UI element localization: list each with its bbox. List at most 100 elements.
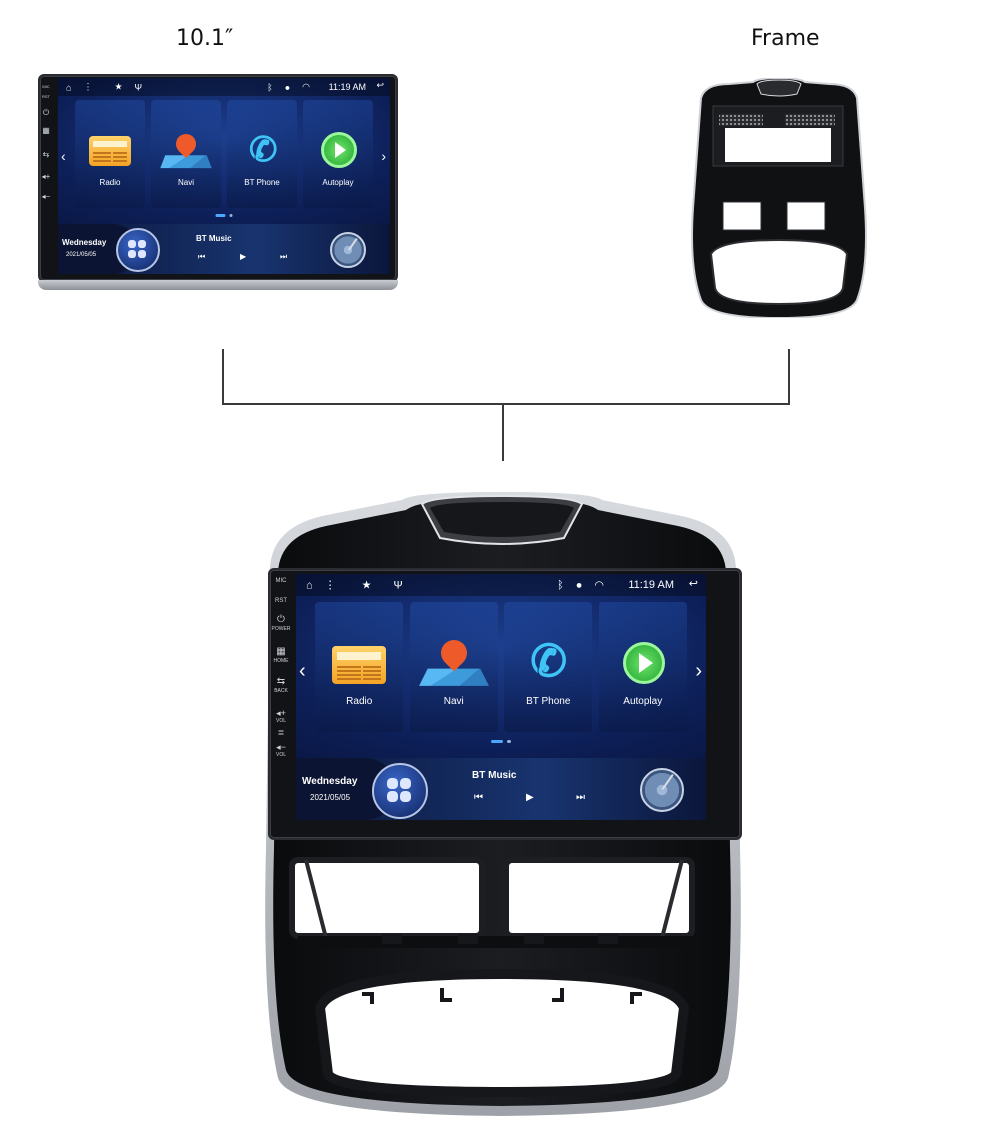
- rst-label: RST: [275, 598, 287, 604]
- home-outline-icon[interactable]: ⌂: [66, 82, 72, 92]
- app-label: Radio: [99, 178, 121, 187]
- app-menu-button[interactable]: [372, 763, 428, 819]
- app-navi[interactable]: Navi: [409, 602, 498, 732]
- music-title: BT Music: [196, 234, 232, 243]
- app-label: Radio: [346, 696, 373, 707]
- chevron-left-icon[interactable]: ‹: [61, 148, 66, 164]
- location-icon: ●: [575, 579, 583, 591]
- previous-track-icon[interactable]: ⏮: [474, 792, 483, 803]
- volume-down-icon[interactable]: ◂−: [41, 192, 51, 201]
- next-track-icon[interactable]: ⏭: [280, 252, 288, 261]
- app-autoplay[interactable]: Autoplay: [303, 100, 373, 208]
- power-icon[interactable]: ⏻: [277, 614, 285, 625]
- date: 2021/05/05: [66, 252, 97, 258]
- chevron-right-icon[interactable]: ›: [695, 660, 702, 682]
- play-icon: [321, 132, 357, 168]
- mic-button[interactable]: MIC: [38, 84, 54, 90]
- chevron-left-icon[interactable]: ‹: [299, 660, 306, 682]
- star-icon[interactable]: ★: [361, 579, 372, 592]
- frame-product: [689, 76, 869, 320]
- dock: Wednesday 2021/05/05 BT Music ⏮ ▶ ⏭: [296, 758, 706, 820]
- bluetooth-icon: ᛒ: [267, 82, 273, 92]
- clock: 11:19 AM: [328, 82, 366, 92]
- mic-label: MIC: [275, 578, 287, 584]
- head-unit-large: MIC RST ⏻ POWER ▦ HOME ⇆ BACK ◂+ VOL ≣ ◂…: [268, 568, 742, 840]
- side-buttons: MIC RST ⏻ POWER ▦ HOME ⇆ BACK ◂+ VOL ≣ ◂…: [268, 568, 294, 840]
- volume-down-icon[interactable]: ◂−: [276, 742, 286, 752]
- usb-icon: Ψ: [393, 579, 403, 591]
- mic-button[interactable]: MIC: [268, 578, 294, 584]
- play-icon: [622, 642, 665, 684]
- next-track-icon[interactable]: ⏭: [576, 792, 585, 803]
- page-indicator: [491, 740, 511, 743]
- music-title: BT Music: [472, 770, 517, 781]
- app-navi[interactable]: Navi: [151, 100, 221, 208]
- app-label: Autoplay: [322, 178, 354, 187]
- radio-icon: [89, 136, 131, 166]
- phone-icon: ✆: [530, 637, 568, 686]
- volume-up-icon[interactable]: ◂+: [41, 172, 51, 181]
- app-radio[interactable]: Radio: [315, 602, 404, 732]
- bluetooth-icon: ᛒ: [557, 579, 564, 591]
- app-row: Radio Navi ✆ BT Phone Autoplay: [72, 100, 376, 208]
- reset-button[interactable]: RST: [268, 598, 294, 604]
- back-arrow-icon[interactable]: ↩: [376, 80, 384, 90]
- volume-up-icon[interactable]: ◂+: [276, 708, 286, 718]
- power-icon[interactable]: ⏻: [42, 108, 50, 117]
- app-label: Navi: [177, 178, 194, 187]
- back-icon[interactable]: ⇆: [276, 676, 286, 687]
- connector-horizontal: [222, 403, 790, 405]
- clock: 11:19 AM: [628, 579, 674, 591]
- app-bt-phone[interactable]: ✆ BT Phone: [227, 100, 297, 208]
- home-label: HOME: [273, 658, 289, 664]
- vinyl-disc-icon: [640, 768, 684, 812]
- home-icon[interactable]: ▦: [276, 646, 286, 657]
- frame-drawing: [691, 76, 867, 320]
- date: 2021/05/05: [310, 793, 351, 802]
- app-menu-button[interactable]: [116, 228, 160, 272]
- app-label: BT Phone: [244, 178, 280, 187]
- usb-icon: Ψ: [134, 82, 143, 92]
- back-label: BACK: [274, 688, 288, 694]
- bottom-plate: [38, 280, 398, 290]
- back-icon[interactable]: ⇆: [42, 150, 50, 159]
- screen-size-caption: 10.1″: [176, 26, 234, 51]
- weekday: Wednesday: [62, 238, 107, 247]
- app-label: BT Phone: [526, 696, 571, 707]
- phone-icon: ✆: [249, 131, 278, 169]
- page-indicator: [215, 214, 233, 217]
- back-arrow-icon[interactable]: ↩: [688, 578, 698, 590]
- chevron-right-icon[interactable]: ›: [381, 148, 386, 164]
- star-icon[interactable]: ★: [114, 81, 123, 92]
- app-label: Navi: [443, 696, 464, 707]
- status-bar: ⌂ ⋮ ★ Ψ ᛒ ● ◠ 11:19 AM ↩: [296, 574, 706, 596]
- reset-button[interactable]: RST: [38, 94, 54, 100]
- volume-down-label: VOL: [275, 752, 286, 758]
- power-label: POWER: [271, 626, 291, 632]
- wifi-icon: ◠: [302, 81, 310, 92]
- home-outline-icon[interactable]: ⌂: [306, 579, 313, 591]
- app-bt-phone[interactable]: ✆ BT Phone: [504, 602, 593, 732]
- screen: ⌂ ⋮ ★ Ψ ᛒ ● ◠ 11:19 AM ↩ ‹ › Radio: [58, 78, 390, 274]
- play-button-icon[interactable]: ▶: [526, 792, 534, 803]
- play-button-icon[interactable]: ▶: [240, 252, 247, 261]
- mic-label: MIC: [42, 84, 50, 89]
- side-buttons: MIC RST ⏻ ▦ ⇆ ◂+ ◂−: [38, 74, 54, 282]
- connector-left-vertical: [222, 349, 224, 405]
- more-vert-icon[interactable]: ⋮: [324, 579, 336, 592]
- more-vert-icon[interactable]: ⋮: [83, 81, 93, 92]
- app-autoplay[interactable]: Autoplay: [598, 602, 687, 732]
- radio-icon: [332, 646, 387, 684]
- vinyl-disc-icon: [330, 232, 366, 268]
- volume-up-label: VOL: [275, 718, 286, 724]
- previous-track-icon[interactable]: ⏮: [198, 252, 206, 261]
- head-unit-small: MIC RST ⏻ ▦ ⇆ ◂+ ◂− ⌂ ⋮ ★ Ψ ᛒ ● ◠ 11:19 …: [38, 74, 398, 290]
- weekday: Wednesday: [302, 776, 358, 787]
- home-icon[interactable]: ▦: [42, 126, 50, 135]
- map-pin-icon: [418, 634, 489, 690]
- screen: ⌂ ⋮ ★ Ψ ᛒ ● ◠ 11:19 AM ↩ ‹ ›: [296, 574, 706, 820]
- rst-label: RST: [42, 94, 50, 99]
- dock: Wednesday 2021/05/05 BT Music ⏮ ▶ ⏭: [58, 224, 390, 274]
- app-row: Radio Navi ✆ BT Phone A: [312, 602, 690, 732]
- app-radio[interactable]: Radio: [75, 100, 145, 208]
